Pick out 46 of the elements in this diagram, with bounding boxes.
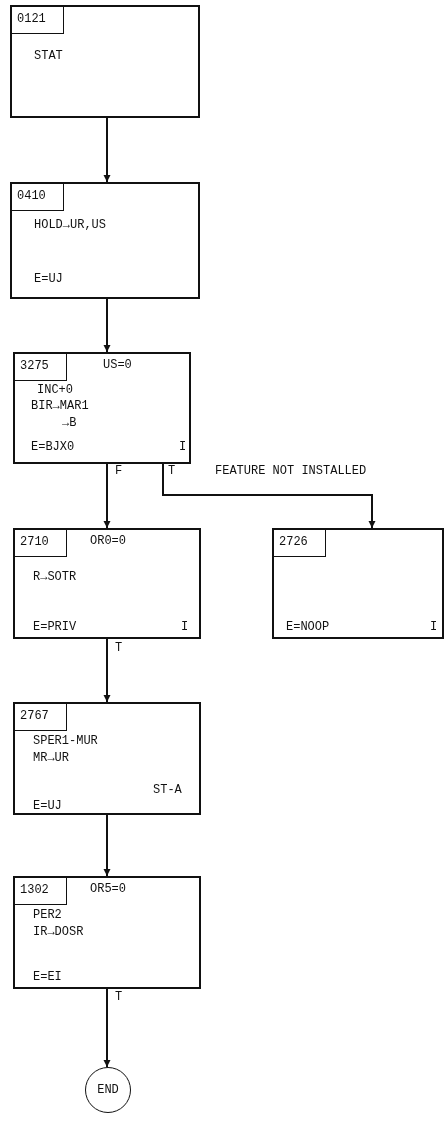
microcode-text: PER2 — [33, 908, 62, 922]
microcode-text: INC+0 — [37, 383, 73, 397]
microcode-text: OR5=0 — [90, 882, 126, 896]
flow-arrow — [103, 814, 111, 877]
terminator-circle — [85, 1067, 131, 1113]
address-tab: 1302 — [15, 878, 67, 905]
microcode-text: →B — [62, 416, 77, 430]
address-tab: 2767 — [15, 704, 67, 731]
process-box — [13, 702, 201, 815]
flow-arrow — [103, 298, 111, 353]
microcode-text: STAT — [34, 49, 63, 63]
microcode-text: MR→UR — [33, 751, 69, 765]
process-box — [13, 876, 201, 989]
microcode-text: ST-A — [153, 783, 182, 797]
microcode-text: E=PRIV — [33, 620, 77, 634]
microcode-text: R→SOTR — [33, 570, 77, 584]
microcode-text: E=BJX0 — [31, 440, 75, 454]
flow-arrow — [103, 988, 111, 1068]
process-box — [272, 528, 444, 639]
microcode-text: IR→DOSR — [33, 925, 84, 939]
flow-arrow — [162, 463, 376, 529]
microcode-text: E=NOOP — [286, 620, 330, 634]
process-box — [13, 352, 191, 464]
address-tab: 0410 — [12, 184, 64, 211]
flow-arrow — [103, 463, 111, 529]
address-tab: 0121 — [12, 7, 64, 34]
microcode-text: OR0=0 — [90, 534, 126, 548]
microcode-text: BIR→MAR1 — [31, 399, 89, 413]
process-box — [10, 5, 200, 118]
microcode-text: E=UJ — [34, 272, 63, 286]
terminator-label: END — [97, 1083, 119, 1097]
address-tab: 2726 — [274, 530, 326, 557]
flow-arrow — [103, 638, 111, 703]
microcode-text: US=0 — [103, 358, 132, 372]
process-box — [10, 182, 200, 299]
microcode-text: E=UJ — [33, 799, 62, 813]
microcode-text: SPER1-MUR — [33, 734, 98, 748]
process-box — [13, 528, 201, 639]
address-tab: 3275 — [15, 354, 67, 381]
microcode-text: I — [430, 620, 438, 634]
flow-arrow — [103, 117, 111, 183]
microcode-text: E=EI — [33, 970, 62, 984]
microcode-text: I — [179, 440, 187, 454]
microcode-text: I — [181, 620, 189, 634]
microcode-text: HOLD→UR,US — [34, 218, 106, 232]
address-tab: 2710 — [15, 530, 67, 557]
